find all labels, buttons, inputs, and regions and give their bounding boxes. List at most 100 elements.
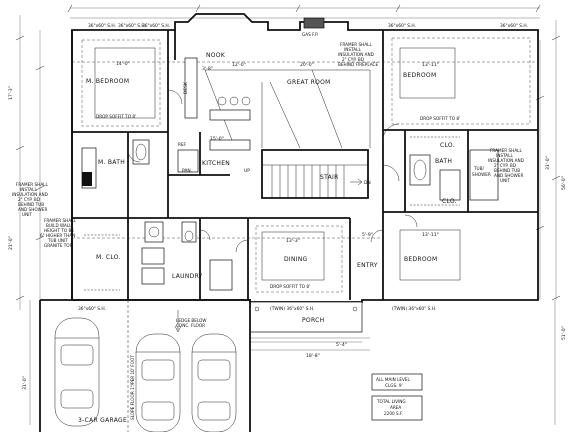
room-desk: DESK: [183, 82, 189, 94]
window-tag-8: 36"x60" S.H.: [78, 306, 106, 312]
fixtures: [72, 17, 538, 293]
svg-text:INSULATION AND: INSULATION AND: [338, 52, 374, 57]
svg-text:HEIGHT TO BE: HEIGHT TO BE: [44, 228, 74, 233]
framer-note-left: FRAMER SHALL INSTALL INSULATION AND 2" C…: [12, 182, 49, 217]
dim-nook-width: 12'-0": [232, 62, 246, 68]
window-tag-6: (TWIN) 36"x60" S.H.: [270, 306, 314, 312]
window-tags: 36"x60" S.H. 36"x60" S.H. 36"x60" S.H. 3…: [78, 23, 528, 312]
window-tag-3: 36"x60" S.H.: [142, 23, 170, 29]
garage: [39, 299, 251, 432]
room-great-room: GREAT ROOM: [287, 79, 331, 86]
svg-text:FRAMER SHALL: FRAMER SHALL: [340, 42, 373, 47]
room-dining: DINING: [284, 256, 308, 263]
svg-text:2" CYP. BD: 2" CYP. BD: [342, 57, 364, 62]
legend-ceiling-line2: CLGS. 9': [385, 383, 403, 388]
room-master-closet: M. CLO.: [96, 254, 121, 261]
ledge-note-line1: LEDGE BELOW: [176, 318, 207, 323]
soffit-note-2: DROP SOFFIT TO 8': [420, 116, 460, 121]
svg-text:INSULATION AND: INSULATION AND: [488, 158, 524, 163]
svg-text:2" CYP. BD: 2" CYP. BD: [18, 197, 40, 202]
dim-porch-width: 18'-8": [306, 353, 320, 359]
tub-shower-line2: SHOWER: [472, 172, 491, 177]
window-tag-2: 36"x60" S.H.: [118, 23, 146, 29]
room-kitchen: KITCHEN: [202, 160, 230, 167]
svg-text:UNIT: UNIT: [22, 212, 32, 217]
svg-text:6" HIGHER THAN: 6" HIGHER THAN: [40, 233, 75, 238]
svg-text:UNIT: UNIT: [500, 178, 510, 183]
svg-text:INSULATION AND: INSULATION AND: [12, 192, 48, 197]
dim-porch-depth: 5'-4": [336, 342, 347, 348]
room-bath: BATH: [435, 158, 452, 165]
car-2: [135, 333, 181, 432]
window-tag-7: (TWIN) 36"x60" S.H.: [392, 306, 436, 312]
legend-area-line3: 2200 S.F.: [384, 411, 403, 416]
fireplace-note: GAS F.P.: [302, 32, 318, 37]
ref-note: REF.: [178, 142, 187, 147]
legend-ceiling-line1: ALL MAIN LEVEL: [376, 377, 411, 382]
stair-dn-note: DN: [364, 180, 371, 186]
framer-note-build: FRAMER SHALL BUILD WALL HEIGHT TO BE 6" …: [40, 218, 77, 248]
window-tag-5: 36"x60" S.H.: [500, 23, 528, 29]
dimension-lines: 17'-3" 21'-0" 56'-0" 31'-0" 51'-0" 31'-0…: [8, 4, 567, 425]
stair-up-note: UP: [244, 168, 250, 174]
room-closet-mid: CLO.: [442, 198, 457, 205]
svg-text:BEHIND TUB: BEHIND TUB: [494, 168, 520, 173]
dim-right-inner: 31'-0": [545, 156, 551, 170]
window-tag-1: 36"x60" S.H.: [88, 23, 116, 29]
room-laundry: LAUNDRY: [172, 273, 203, 280]
interior-dimensions: 14'-0" 12'-0" 20'-0" 13'-11" 15'-0" 13'-…: [116, 61, 439, 359]
svg-text:BEHIND TUB: BEHIND TUB: [18, 202, 44, 207]
room-entry: ENTRY: [357, 262, 378, 269]
svg-text:TUB UNIT: TUB UNIT: [47, 238, 68, 243]
room-bedroom-bottom: BEDROOM: [404, 256, 437, 263]
dim-kitchen-width: 15'-0": [210, 136, 224, 142]
svg-text:FRAMER SHALL: FRAMER SHALL: [44, 218, 77, 223]
svg-text:BEHIND FIREPLACE: BEHIND FIREPLACE: [338, 62, 378, 67]
dim-left-outer: 17'-3": [8, 86, 14, 100]
room-stair: STAIR: [320, 174, 339, 181]
room-nook: NOOK: [206, 52, 226, 59]
svg-text:INSTALL: INSTALL: [496, 153, 513, 158]
room-pantry: PAN.: [182, 168, 192, 174]
dim-right-lower: 51'-0": [561, 326, 567, 340]
svg-text:INSTALL: INSTALL: [20, 187, 37, 192]
soffit-note-1: DROP SOFFIT TO 8': [96, 114, 136, 119]
dim-bedroom-bottom-width: 13'-11": [422, 232, 439, 238]
window-tag-4: 36"x60" S.H.: [388, 23, 416, 29]
room-labels: M. BEDROOM NOOK GREAT ROOM BEDROOM DESK …: [78, 52, 457, 424]
svg-text:GRANITE TOP: GRANITE TOP: [44, 243, 73, 248]
dim-overall-height: 56'-0": [561, 176, 567, 190]
car-1: [54, 317, 100, 427]
svg-text:AND SHOWER: AND SHOWER: [494, 173, 523, 178]
slope-note: SLOPE FLOOR 1"/PER 10' FOOT: [130, 355, 135, 420]
room-closet-top: CLO.: [440, 142, 455, 149]
car-3: [191, 333, 237, 432]
dim-mb-width: 14'-0": [116, 61, 130, 67]
room-master-bath: M. BATH: [98, 159, 125, 166]
legend: ALL MAIN LEVEL CLGS. 9' TOTAL LIVING ARE…: [371, 373, 423, 421]
porch: [249, 301, 363, 343]
room-garage: 3-CAR GARAGE: [78, 417, 127, 424]
dim-bedroom-top-width: 13'-11": [422, 62, 439, 68]
legend-area-line2: AREA: [390, 405, 401, 410]
room-porch: PORCH: [302, 317, 324, 324]
svg-text:FRAMER SHALL: FRAMER SHALL: [16, 182, 49, 187]
ledge-note-line2: CONC. FLOOR: [176, 323, 205, 328]
framer-note-top: FRAMER SHALL INSTALL INSULATION AND 2" C…: [338, 42, 378, 67]
room-master-bedroom: M. BEDROOM: [86, 78, 129, 85]
svg-text:BUILD WALL: BUILD WALL: [46, 223, 72, 228]
svg-text:FRAMER SHALL: FRAMER SHALL: [490, 148, 523, 153]
svg-text:AND SHOWER: AND SHOWER: [18, 207, 47, 212]
dim-garage-depth: 31'-0": [22, 376, 28, 390]
svg-text:2" CYP. BD: 2" CYP. BD: [494, 163, 516, 168]
dim-great-room-width: 20'-0": [300, 62, 314, 68]
tub-shower-line1: TUB/: [473, 166, 484, 171]
legend-area-line1: TOTAL LIVING: [376, 399, 406, 404]
misc-notes: DROP SOFFIT TO 8' DROP SOFFIT TO 8' DROP…: [96, 32, 491, 420]
dim-hall-width: 3'-8": [202, 66, 213, 72]
room-bedroom-top: BEDROOM: [403, 72, 436, 79]
dim-entry-width: 5'-9": [362, 232, 373, 238]
framer-note-right: FRAMER SHALL INSTALL INSULATION AND 2" C…: [488, 148, 524, 183]
